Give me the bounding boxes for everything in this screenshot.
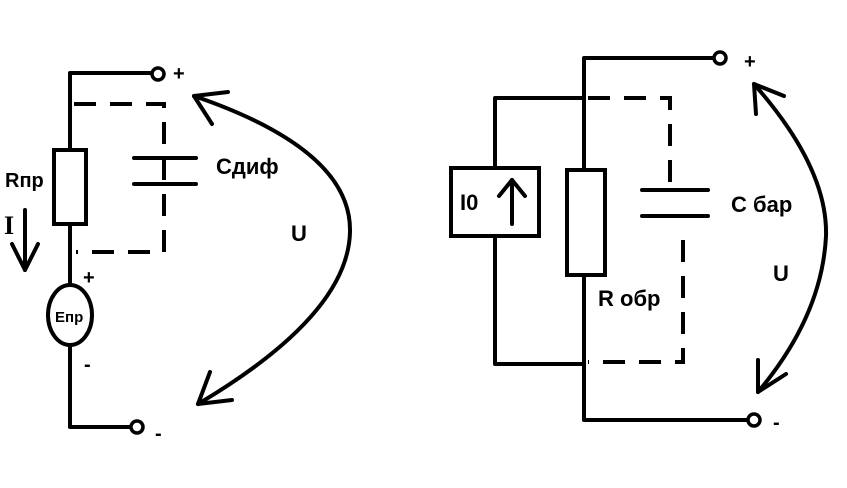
current-label: I: [4, 211, 14, 240]
left-voltage-label: U: [291, 221, 307, 246]
left-terminal-minus: [129, 419, 145, 435]
right-terminal-plus: [712, 50, 728, 66]
current-source-i0: [449, 166, 541, 238]
right-top-wire: [582, 56, 716, 172]
current-source-i0-label: I0: [460, 190, 478, 215]
right-source-bottom-wire: [493, 234, 586, 366]
source-plus-label: +: [83, 267, 95, 289]
resistor-rpr: [52, 148, 88, 226]
left-cap-dashed-loop: [74, 102, 166, 254]
right-cap-dashed-lower: [588, 240, 685, 364]
resistor-robr: [565, 168, 607, 277]
left-terminal-plus-label: +: [173, 63, 185, 85]
left-terminal-minus-label: -: [155, 423, 162, 445]
right-terminal-plus-label: +: [744, 51, 756, 73]
right-terminal-minus-label: -: [773, 412, 780, 434]
current-source-arrow-icon: [497, 178, 527, 226]
right-circuit: I0 R обр С бар U + -: [449, 50, 829, 434]
capacitor-sdif-label: Сдиф: [216, 154, 279, 179]
right-bottom-wire: [582, 273, 750, 422]
left-circuit: Rпр I Сдиф U Eпр + - + -: [4, 63, 353, 445]
current-arrow-icon: [10, 208, 40, 272]
resistor-rpr-label: Rпр: [5, 170, 44, 192]
source-epr-label: Eпр: [55, 309, 83, 326]
right-voltage-label: U: [773, 261, 789, 286]
right-terminal-minus: [746, 412, 762, 428]
left-bottom-wire: [68, 342, 134, 429]
resistor-robr-label: R обр: [598, 286, 660, 311]
voltage-arrow-icon: [192, 90, 353, 406]
source-minus-label: -: [84, 354, 91, 376]
voltage-arrow-icon: [752, 82, 829, 394]
left-top-wire: [68, 71, 154, 152]
right-cap-dashed-loop: [588, 96, 672, 188]
source-epr: [46, 283, 94, 347]
capacitor-sbar-label: С бар: [731, 192, 792, 217]
left-terminal-plus: [150, 66, 166, 82]
right-source-top-wire: [493, 96, 586, 170]
